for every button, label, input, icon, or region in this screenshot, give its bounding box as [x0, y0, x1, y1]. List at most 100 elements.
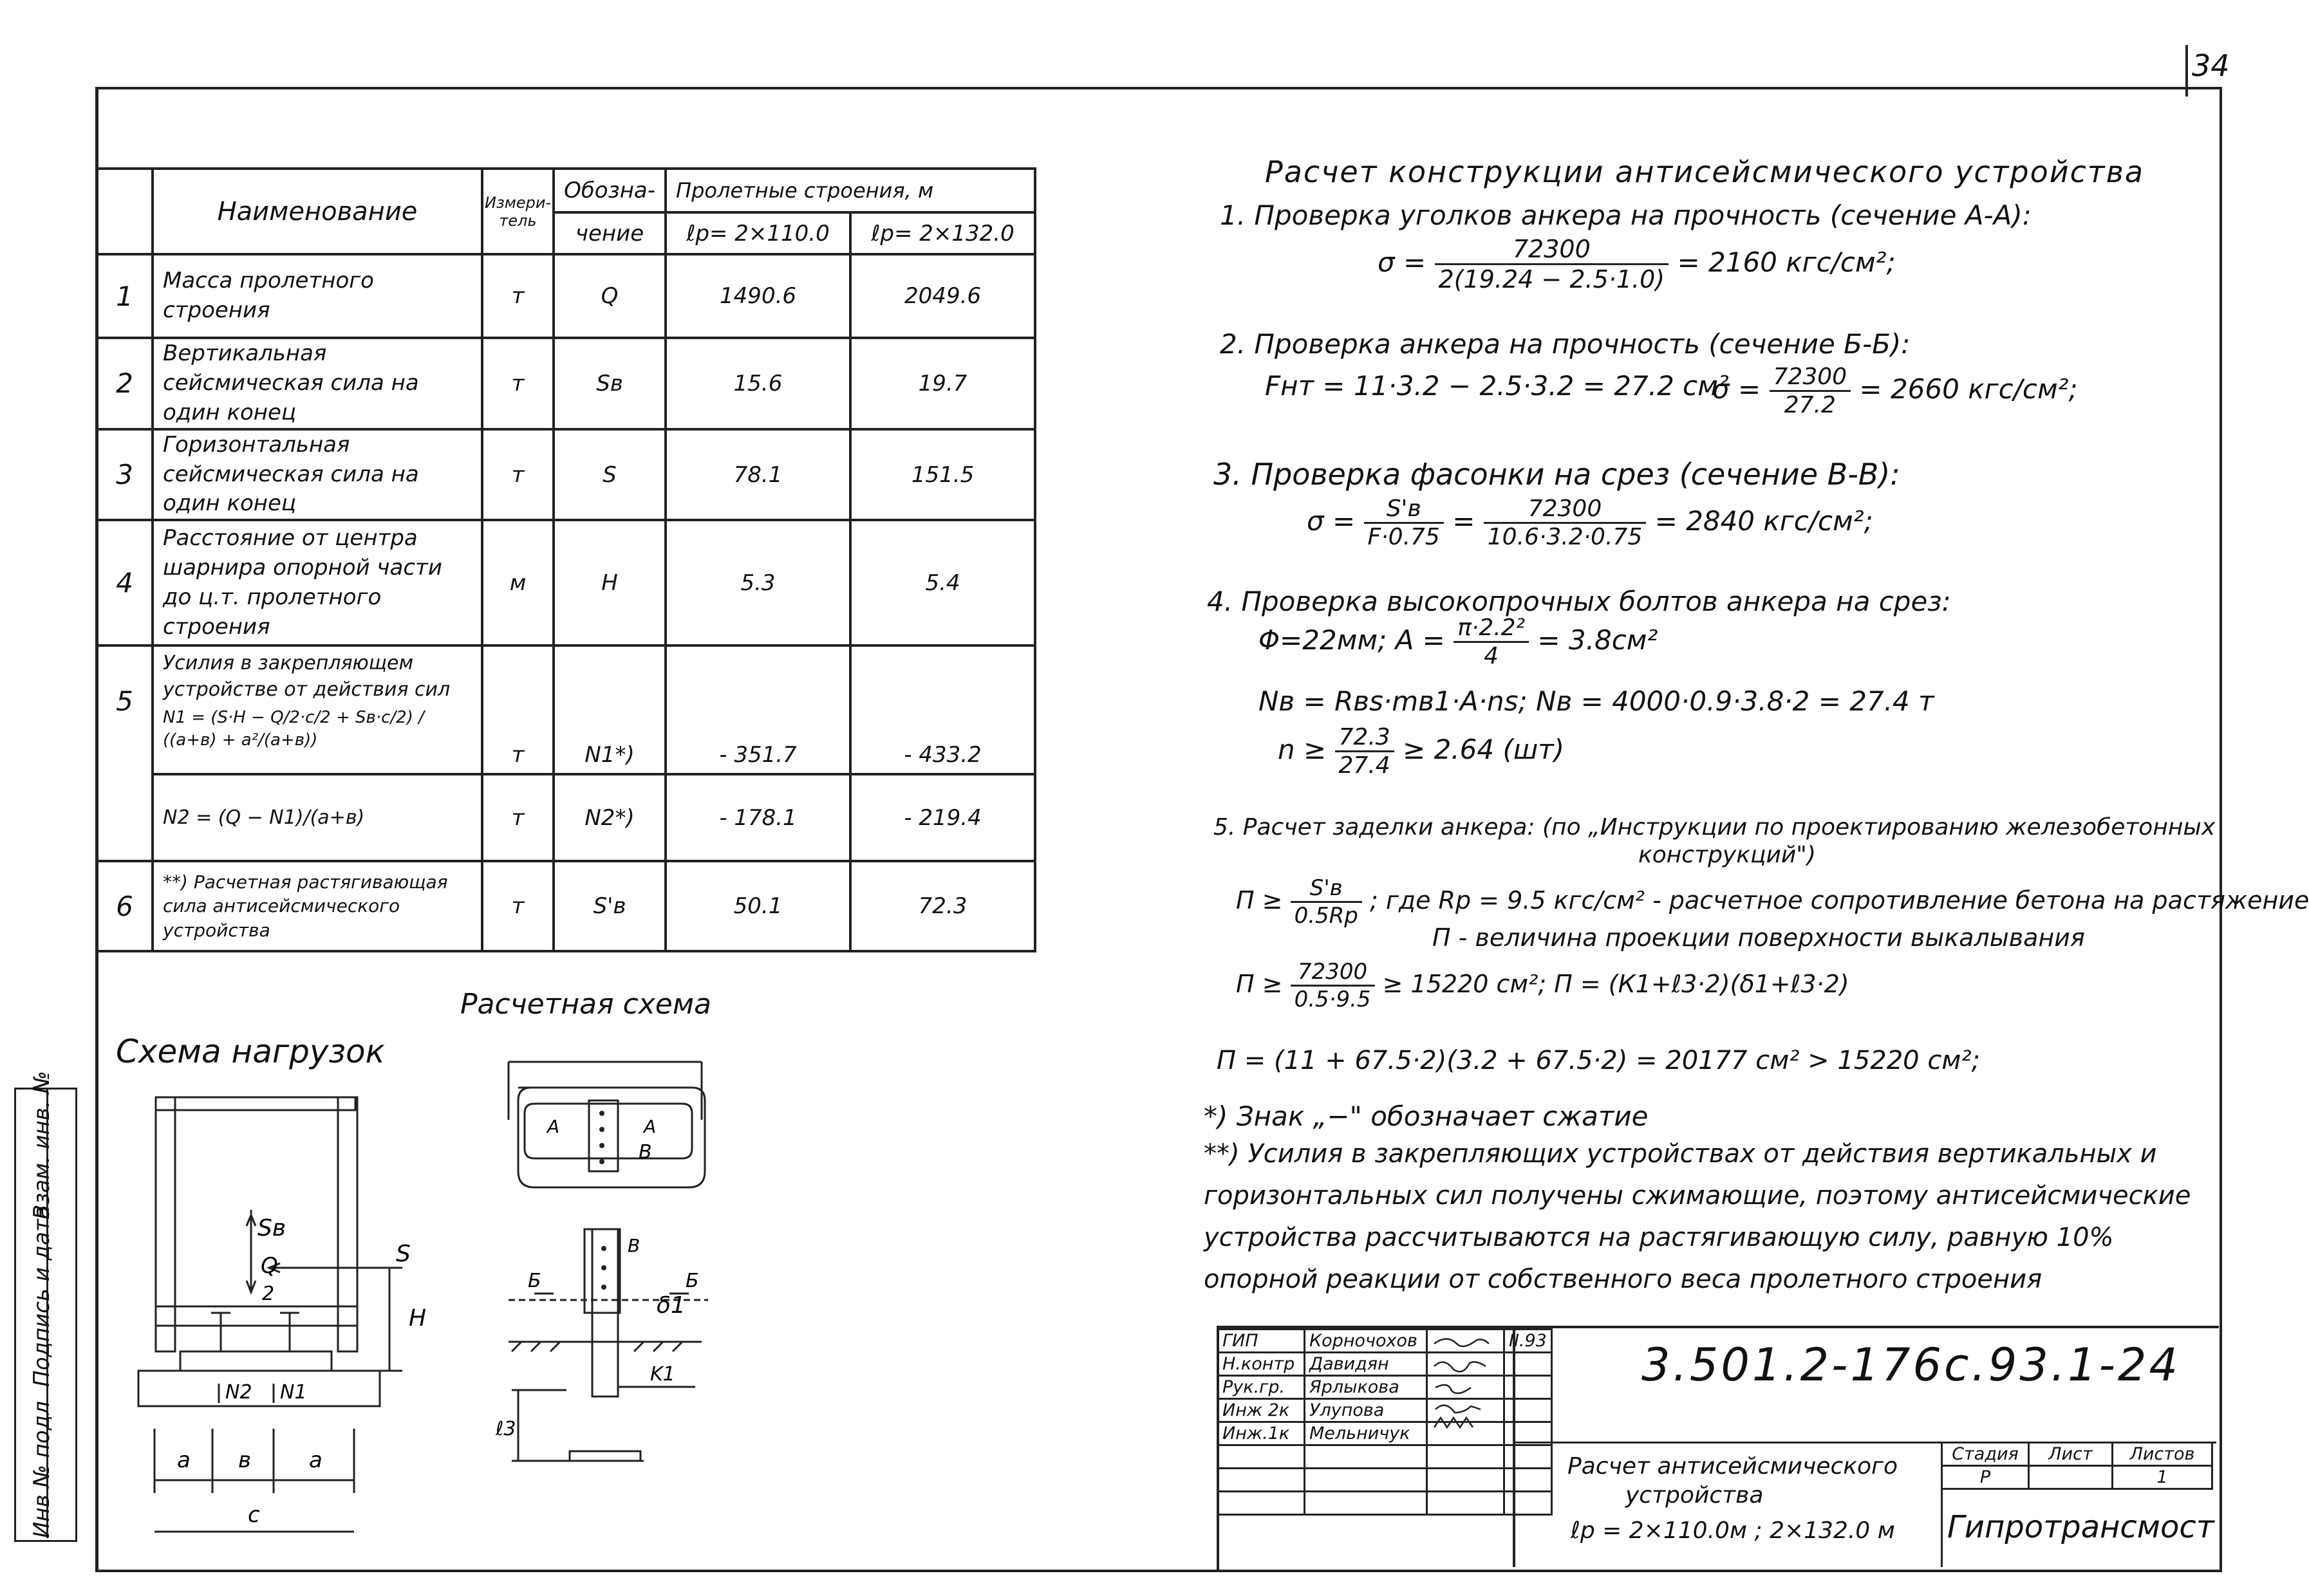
row-designation: N1*)	[552, 644, 668, 776]
label-h: H	[409, 1305, 426, 1332]
stamp-title-3: ℓр = 2×110.0м ; 2×132.0 м	[1571, 1517, 1895, 1544]
sig-role: Рук.гр.	[1217, 1375, 1305, 1400]
step4-phi: Φ=22мм; A =	[1258, 624, 1445, 656]
row-value-1: 15.6	[664, 337, 852, 431]
row-value-2: 151.5	[849, 427, 1037, 522]
sig-signature	[1426, 1421, 1505, 1446]
page-number-divider	[2185, 45, 2188, 97]
step5-text: 5. Расчет заделки анкера: (по „Инструкци…	[1213, 814, 2216, 840]
step2-denominator: 27.2	[1784, 392, 1836, 418]
step1-result: = 2160 кгс/см²;	[1677, 246, 1896, 278]
formula-n2: N2 = (Q − N1)/(a+в)	[151, 773, 483, 863]
sig-signature	[1426, 1375, 1505, 1400]
step4-n-result: ≥ 2.64 (шт)	[1403, 734, 1565, 765]
step5-p-numerator: S'в	[1290, 875, 1362, 903]
label-v-section: B	[628, 1235, 640, 1256]
step1-denominator: 2(19.24 − 2.5·1.0)	[1438, 265, 1665, 293]
label-a-right: a	[309, 1447, 323, 1473]
row-value-2: 72.3	[849, 860, 1037, 953]
step5-p-description: П - величина проекции поверхности выкалы…	[1432, 923, 2085, 952]
row-value-2: 2049.6	[849, 253, 1037, 339]
label-delta1: δ1	[657, 1292, 686, 1319]
sheet-value	[2028, 1465, 2113, 1490]
sig-name: Ярлыкова	[1304, 1375, 1428, 1400]
signature-scribbles	[1433, 1338, 1490, 1429]
step3-mid: =	[1452, 505, 1475, 537]
row-num: 2	[95, 337, 154, 431]
row-designation: Sв	[552, 337, 668, 431]
sig-role: Инж 2к	[1217, 1398, 1305, 1423]
label-b: в	[238, 1447, 251, 1473]
step5-text-continued: конструкций")	[1638, 842, 1816, 868]
step3-numerator-2: 72300	[1483, 496, 1647, 524]
row-name: Расстояние от центра шарнира опорной час…	[151, 519, 483, 647]
sig-name: Мельничук	[1304, 1421, 1428, 1446]
step4-text: 4. Проверка высокопрочных болтов анкера …	[1207, 586, 1951, 617]
step5-p-rest: ; где Rр = 9.5 кгс/см² - расчетное сопро…	[1369, 886, 2309, 914]
row-designation: S'в	[552, 860, 668, 953]
row-value-1: 78.1	[664, 427, 852, 522]
label-c: c	[248, 1502, 260, 1528]
step2-area: Fнт = 11·3.2 − 2.5·3.2 = 27.2 см²	[1265, 370, 1729, 402]
step4-area: = 3.8см²	[1537, 624, 1658, 656]
label-b-section-left: Б	[528, 1270, 541, 1292]
note-forces-3: устройства рассчитываются на растягивающ…	[1204, 1223, 2114, 1252]
row-unit: т	[480, 337, 556, 431]
table-row: 5 Усилия в закрепляющем устройстве от де…	[95, 644, 1037, 863]
bearing-base	[137, 1369, 381, 1407]
row-value-2: - 433.2	[849, 644, 1037, 776]
label-n2: N2	[225, 1381, 252, 1404]
document-code: 3.501.2-176с.93.1-24	[1641, 1339, 2180, 1391]
unit-header: Измери-тель	[480, 167, 556, 255]
row-unit: м	[480, 519, 556, 647]
sig-name: Корночохов	[1304, 1328, 1428, 1353]
step3-text: 3. Проверка фасонки на срез (сечение В-В…	[1213, 457, 1900, 492]
step3-denominator-2: 10.6·3.2·0.75	[1487, 524, 1643, 550]
calc-scheme-title: Расчетная схема	[460, 988, 712, 1021]
loads-scheme-diagram: Sв Q 2 S H N2 N1 a в a c	[137, 1096, 426, 1533]
row-name: Горизонтальная сейсмическая сила на один…	[151, 427, 483, 522]
row-name: Масса пролетного строения	[151, 253, 483, 339]
loads-scheme-title: Схема нагрузок	[116, 1033, 385, 1070]
row-unit: т	[480, 644, 556, 776]
step3-denominator-1: F·0.75	[1367, 524, 1440, 550]
row-designation: Q	[552, 253, 668, 339]
i-beam-right	[280, 1312, 299, 1353]
row-value-2: 5.4	[849, 519, 1037, 647]
label-sb: Sв	[257, 1215, 286, 1241]
sig-role: Инж.1к	[1217, 1421, 1305, 1446]
side-strip-divider	[14, 1088, 48, 1538]
note-forces-2: горизонтальных сил получены сжимающие, п…	[1204, 1181, 2191, 1211]
parameters-table: Наименование Измери-тель Обозна- Пролетн…	[95, 167, 1037, 953]
label-k1: K1	[650, 1363, 675, 1386]
row-num: 6	[95, 860, 154, 953]
left-post	[154, 1096, 176, 1353]
label-q-denominator: 2	[262, 1283, 274, 1305]
step1-numerator: 72300	[1434, 235, 1669, 265]
side-inv-label: Инв № подл	[29, 1401, 55, 1538]
anchor-box	[517, 1086, 706, 1189]
stamp-hline	[1513, 1442, 2216, 1443]
name-header: Наименование	[151, 167, 483, 255]
row-name-formula: Усилия в закрепляющем устройстве от дейс…	[151, 644, 483, 776]
row-value-1: 1490.6	[664, 253, 852, 339]
designation-header-2: чение	[552, 211, 668, 255]
step4-numerator: π·2.2²	[1454, 615, 1529, 643]
stage-header: Стадия	[1941, 1442, 2030, 1467]
label-a-section-2: A	[642, 1116, 656, 1137]
step5-p: П ≥	[1236, 886, 1283, 914]
step5-p2-rest: ≥ 15220 см²; П = (К1+ℓ3·2)(δ1+ℓ3·2)	[1382, 970, 1849, 998]
label-b-section-right: Б	[686, 1270, 699, 1292]
organization-name: Гипротрансмост	[1947, 1509, 2214, 1545]
step3-eq: σ =	[1307, 505, 1356, 537]
formula-n1: N1 = (S·H − Q/2·c/2 + Sв·c/2) / ((a+в) +…	[163, 708, 424, 750]
row-value-2: 19.7	[849, 337, 1037, 431]
gusset-upper	[588, 1099, 619, 1173]
sig-signature	[1426, 1351, 1505, 1377]
